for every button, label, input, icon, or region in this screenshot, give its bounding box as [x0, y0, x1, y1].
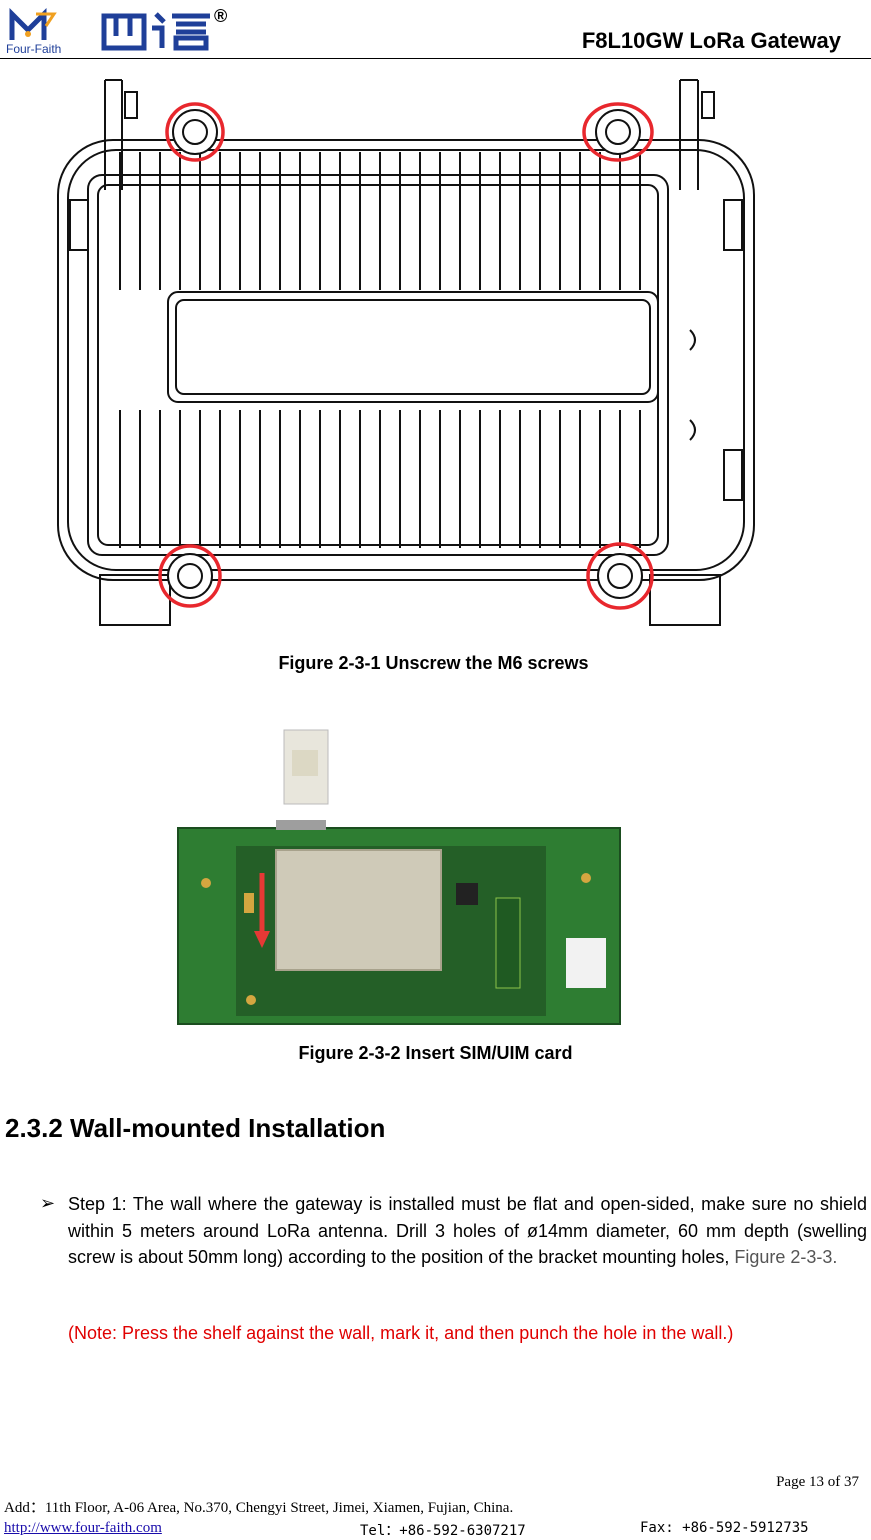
figure-caption: Figure 2-3-1 Unscrew the M6 screws	[278, 653, 589, 673]
figure-caption: Figure 2-3-2 Insert SIM/UIM card	[298, 1043, 573, 1063]
installation-note: (Note: Press the shelf against the wall,…	[68, 1323, 734, 1343]
header-title: F8L10GW LoRa Gateway	[581, 28, 841, 53]
svg-text:Four-Faith: Four-Faith	[6, 42, 61, 56]
figure-unscrew-m6-screws	[50, 70, 770, 632]
section-heading: 2.3.2 Wall-mounted Installation	[5, 1113, 386, 1143]
figure-insert-sim-card	[176, 728, 624, 1026]
svg-text:®: ®	[214, 6, 227, 26]
page-number: Page 13 of 37	[776, 1474, 859, 1490]
header-divider	[0, 58, 871, 59]
step-1-text: Step 1: The wall where the gateway is in…	[68, 1191, 867, 1271]
figure-reference: Figure 2-3-3.	[734, 1247, 838, 1267]
four-faith-logo: Four-Faith ®	[6, 6, 240, 56]
step-1-body: Step 1: The wall where the gateway is in…	[68, 1194, 867, 1267]
footer-telephone: Tel：+86-592-6307217	[360, 1523, 526, 1539]
website-link[interactable]: http://www.four-faith.com	[4, 1520, 162, 1536]
footer-address: Add：11th Floor, A-06 Area, No.370, Cheng…	[4, 1500, 514, 1516]
footer-fax: Fax: +86-592-5912735	[640, 1520, 809, 1536]
bullet-arrow-icon: ➢	[40, 1193, 56, 1213]
